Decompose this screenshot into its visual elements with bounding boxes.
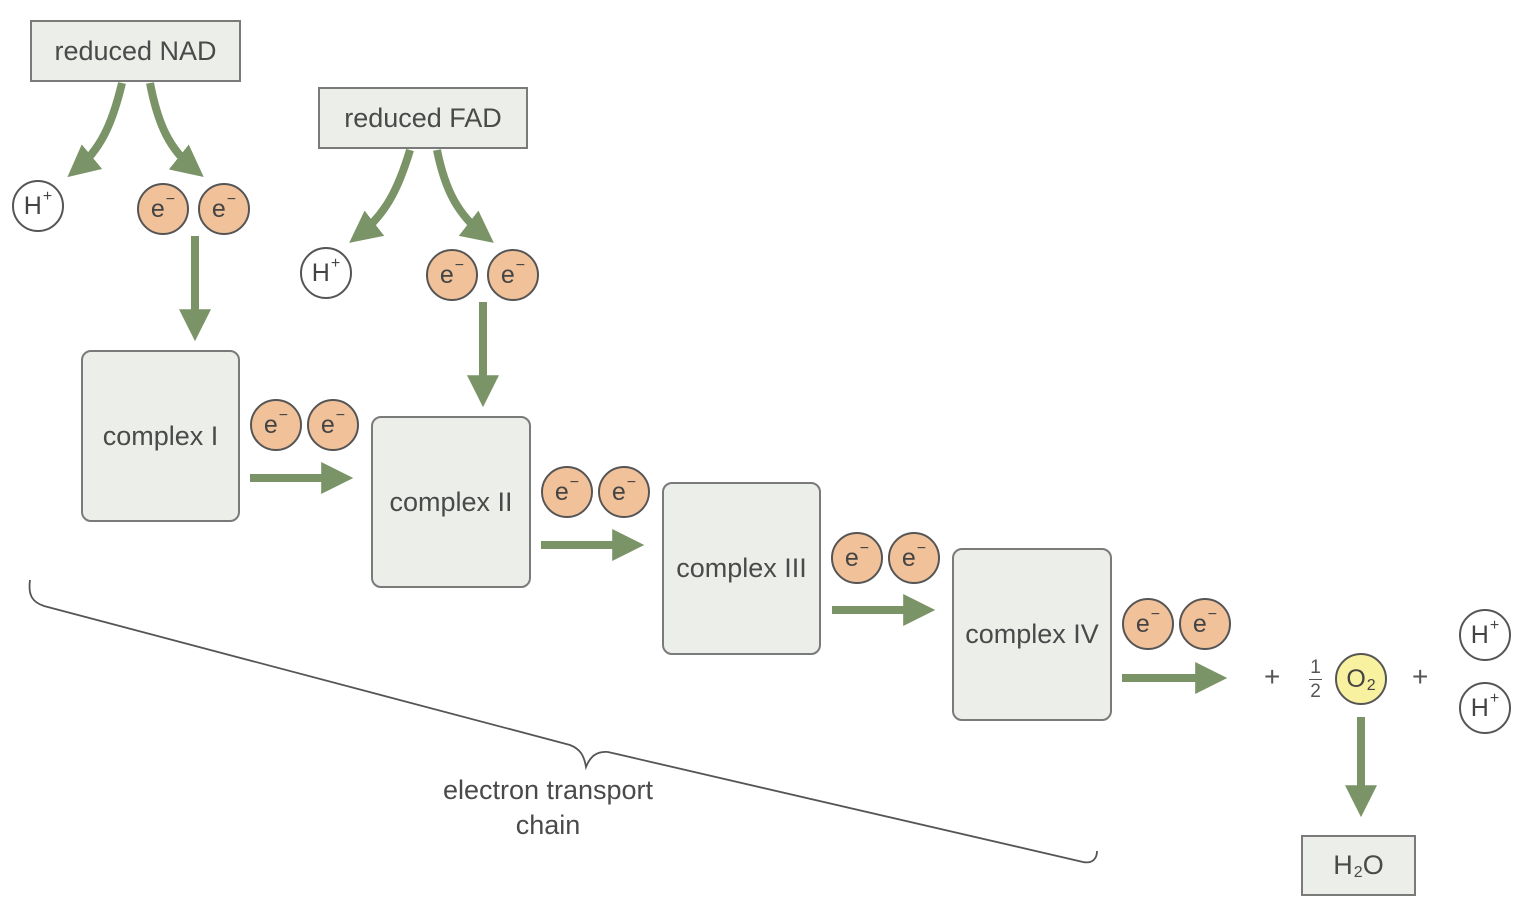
fraction-denominator: 2 — [1310, 681, 1321, 702]
proton-final-1: H+ — [1459, 609, 1511, 661]
electron-nad-2: e− — [198, 183, 250, 235]
electron-c2-1: e− — [541, 466, 593, 518]
plus-sign-2: + — [1412, 661, 1429, 692]
electron-c1-2: e− — [307, 399, 359, 451]
one-half-fraction: 1 2 — [1309, 658, 1322, 701]
reduced-nad-box: reduced NAD — [30, 20, 241, 82]
proton-nad: H+ — [12, 180, 64, 232]
electron-c4-2: e− — [1179, 598, 1231, 650]
electron-fad-1: e− — [426, 249, 478, 301]
fraction-bar — [1309, 679, 1322, 680]
proton-fad: H+ — [300, 247, 352, 299]
nad-to-proton-arrow — [67, 82, 126, 178]
chain-brace — [28, 579, 1098, 864]
reduced-fad-box: reduced FAD — [318, 87, 528, 149]
fraction-numerator: 1 — [1310, 657, 1321, 678]
fad-to-electrons-arrow — [433, 149, 494, 243]
electron-c4-1: e− — [1122, 598, 1174, 650]
electron-fad-2: e− — [487, 249, 539, 301]
complex-ii-box: complex II — [371, 416, 531, 588]
complex-iv-box: complex IV — [952, 548, 1112, 721]
complex-iii-box: complex III — [662, 482, 821, 655]
electron-c2-2: e− — [598, 466, 650, 518]
electron-c3-2: e− — [888, 532, 940, 584]
complex-i-box: complex I — [81, 350, 240, 522]
caption-line-1: electron transport — [442, 775, 654, 805]
nad-to-electrons-arrow — [146, 82, 204, 177]
caption-line-2: chain — [515, 810, 581, 840]
fad-to-proton-arrow — [349, 148, 414, 243]
electron-nad-1: e− — [137, 183, 189, 235]
plus-sign-1: + — [1264, 661, 1281, 692]
proton-final-2: H+ — [1459, 682, 1511, 734]
electron-c1-1: e− — [250, 399, 302, 451]
electron-c3-1: e− — [831, 532, 883, 584]
chain-caption: electron transport chain — [398, 773, 698, 843]
